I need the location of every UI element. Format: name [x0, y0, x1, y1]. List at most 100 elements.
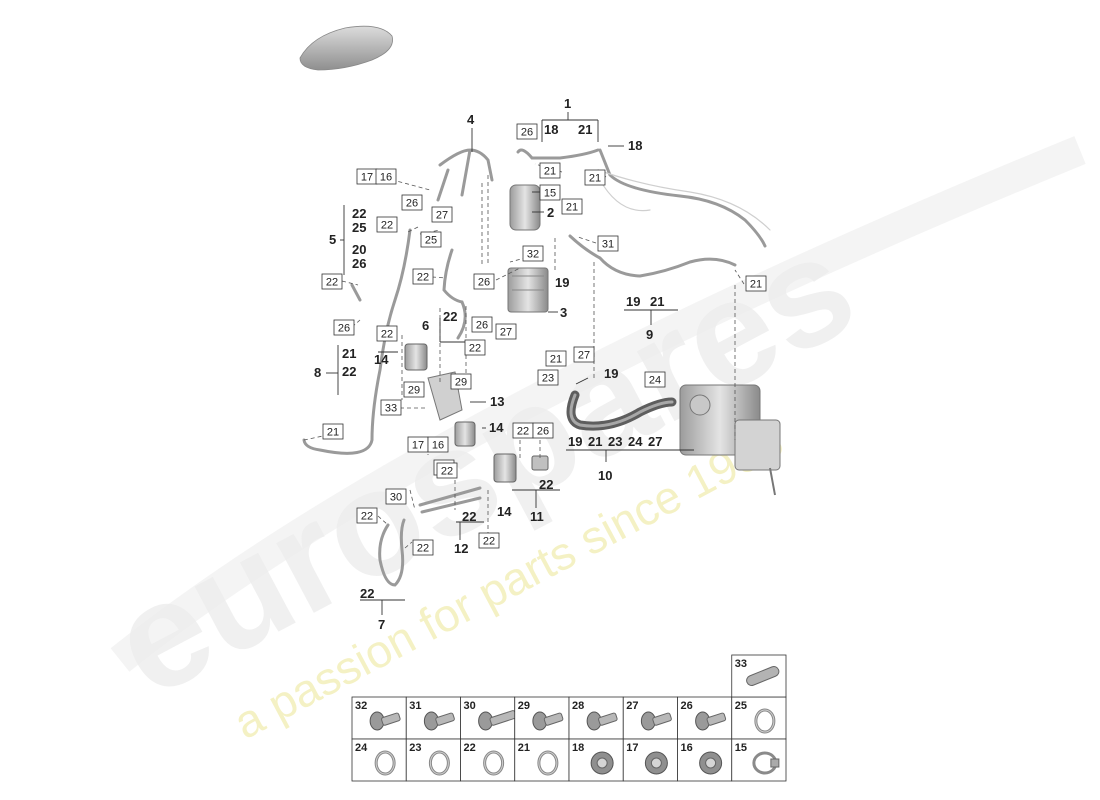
legend-cell-28: 28	[568, 696, 624, 740]
callout-1a: 18	[544, 122, 558, 137]
bracket-lines	[326, 112, 694, 615]
fastener-icon	[586, 711, 618, 731]
fastener-icon	[640, 711, 672, 731]
callout-box-c29a: 29	[403, 381, 425, 398]
car-silhouette-icon	[299, 25, 393, 71]
callout-box-c17a: 17	[356, 168, 378, 185]
svg-text:26: 26	[338, 323, 350, 335]
callout-box-c27c: 27	[573, 346, 595, 363]
svg-text:21: 21	[589, 173, 601, 185]
callout-9a: 19	[626, 294, 640, 309]
fastener-icon	[369, 711, 401, 731]
legend-cell-21: 21	[514, 738, 570, 782]
callout-box-c22a: 22	[376, 216, 398, 233]
legend-cell-15: 15	[731, 738, 787, 782]
legend-cell-18: 18	[568, 738, 624, 782]
callout-box-c21d: 21	[745, 275, 767, 292]
sleeve-icon	[746, 666, 780, 686]
callout-9: 9	[646, 327, 653, 342]
callout-box-c21b: 21	[561, 198, 583, 215]
callout-2: 2	[547, 205, 554, 220]
callout-1b: 21	[578, 122, 592, 137]
svg-text:21: 21	[544, 166, 556, 178]
svg-text:30: 30	[390, 492, 402, 504]
callout-6a: 22	[443, 309, 457, 324]
fastener-icon	[374, 750, 396, 776]
svg-text:29: 29	[455, 377, 467, 389]
callout-4: 4	[467, 112, 475, 127]
svg-text:21: 21	[566, 202, 578, 214]
svg-text:24: 24	[649, 375, 661, 387]
svg-text:26: 26	[406, 198, 418, 210]
svg-text:17: 17	[412, 440, 424, 452]
callout-box-c25: 25	[420, 231, 442, 248]
callout-1: 1	[564, 96, 571, 111]
callout-box-c33: 33	[380, 399, 402, 416]
callout-box-c26a: 26	[516, 123, 538, 140]
callout-7: 7	[378, 617, 385, 632]
legend-cell-32: 32	[351, 696, 407, 740]
callout-11: 11	[530, 509, 544, 524]
svg-text:21: 21	[518, 742, 530, 754]
callout-10e: 27	[648, 434, 662, 449]
callout-box-c15: 15	[539, 184, 561, 201]
svg-text:26: 26	[537, 426, 549, 438]
svg-text:17: 17	[361, 172, 373, 184]
callout-13: 13	[490, 394, 504, 409]
fastener-icon	[532, 711, 564, 731]
callout-box-c16a: 16	[375, 168, 397, 185]
callout-box-c21c: 21	[584, 169, 606, 186]
fastener-icon	[695, 711, 727, 731]
callout-box-c6b: 26	[471, 316, 493, 333]
callout-5a: 22	[352, 206, 366, 221]
svg-text:26: 26	[521, 127, 533, 139]
bracket-4	[436, 148, 494, 202]
legend-cell-30: 30	[460, 696, 517, 740]
callout-box-c22e: 22	[464, 339, 486, 356]
callout-box-c26e: 26	[532, 422, 554, 439]
callout-box-c17b: 17	[407, 436, 429, 453]
svg-text:25: 25	[735, 700, 747, 712]
callout-box-c32: 32	[522, 245, 544, 262]
svg-text:15: 15	[735, 742, 747, 754]
fastener-icon	[483, 750, 505, 776]
svg-text:16: 16	[380, 172, 392, 184]
hose-line-12	[418, 486, 482, 514]
svg-text:26: 26	[681, 700, 693, 712]
callout-box-c22f: 22	[512, 422, 534, 439]
svg-text:16: 16	[432, 440, 444, 452]
callout-10d: 24	[628, 434, 643, 449]
svg-text:29: 29	[518, 700, 530, 712]
svg-text:23: 23	[409, 742, 421, 754]
callout-box-c24a: 24	[644, 371, 666, 388]
callout-box-c22c: 22	[321, 273, 343, 290]
svg-text:27: 27	[626, 700, 638, 712]
callout-box-c26d: 26	[333, 319, 355, 336]
callout-10: 10	[598, 468, 612, 483]
callout-14c: 14	[497, 504, 512, 519]
callout-box-c26b: 26	[401, 194, 423, 211]
callout-8a: 21	[342, 346, 356, 361]
callout-6: 6	[422, 318, 429, 333]
heat-exchanger	[507, 267, 549, 313]
callout-18: 18	[628, 138, 642, 153]
hose-line-6	[442, 248, 467, 340]
callout-12a: 22	[462, 509, 476, 524]
fastener-icon	[478, 710, 517, 731]
svg-text:33: 33	[735, 658, 747, 670]
svg-text:31: 31	[409, 700, 421, 712]
fastener-icon	[537, 750, 559, 776]
svg-text:27: 27	[500, 327, 512, 339]
callout-box-c27a: 27	[431, 206, 453, 223]
callout-9b: 21	[650, 294, 664, 309]
fastener-icon	[699, 751, 723, 775]
callout-box-c22d: 22	[376, 325, 398, 342]
callout-labels: 1 18 21 18 4 2 5 22 25 20 26 19 3 19 21 …	[314, 96, 664, 632]
svg-text:22: 22	[381, 220, 393, 232]
callout-box-c27b: 27	[495, 323, 517, 340]
svg-text:26: 26	[478, 277, 490, 289]
callout-box-c22g: 22	[436, 462, 458, 479]
svg-text:16: 16	[681, 742, 693, 754]
svg-text:21: 21	[327, 427, 339, 439]
